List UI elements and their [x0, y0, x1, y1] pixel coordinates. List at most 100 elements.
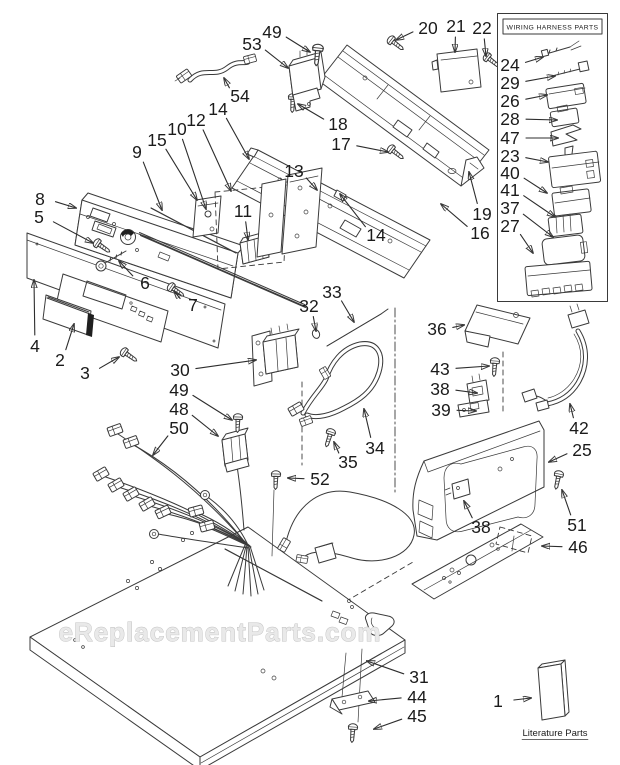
leader-line-3 — [98, 357, 120, 369]
part-number-10: 10 — [167, 119, 187, 139]
leader-line-17 — [356, 145, 388, 152]
screw-45-icon — [346, 722, 359, 744]
part-number-33: 33 — [322, 282, 341, 302]
leader-line-35 — [334, 442, 339, 454]
part-number-28: 28 — [500, 109, 519, 129]
part-number-23: 23 — [500, 146, 519, 166]
leader-line-24 — [524, 57, 544, 63]
part-number-4: 4 — [30, 336, 40, 356]
bolt-6-icon — [95, 250, 127, 272]
display-lens-2 — [42, 294, 94, 337]
part-number-5: 5 — [34, 207, 44, 227]
leader-line-8 — [54, 201, 77, 208]
leader-line-10 — [181, 138, 207, 209]
part-number-2: 2 — [55, 350, 65, 370]
part-number-38: 38 — [430, 379, 449, 399]
leader-line-14 — [340, 194, 366, 228]
leader-line-48 — [191, 414, 218, 436]
leader-line-29 — [525, 76, 555, 82]
part-number-16: 16 — [470, 223, 489, 243]
part-number-21: 21 — [446, 16, 465, 36]
screw-35-icon — [321, 427, 337, 449]
switch-30 — [251, 323, 303, 466]
leader-line-5 — [52, 221, 93, 243]
leader-line-25 — [549, 453, 568, 462]
book-icon — [537, 663, 566, 721]
console-trim-strip — [138, 232, 306, 308]
wire-harness-34 — [287, 341, 384, 428]
part-number-34: 34 — [365, 438, 385, 458]
switch-48 — [221, 427, 250, 473]
leader-line-38 — [455, 390, 477, 393]
part-number-40: 40 — [500, 163, 520, 183]
leader-line-7 — [174, 291, 180, 299]
leader-line-14 — [225, 117, 249, 159]
front-panel-4 — [26, 232, 226, 349]
leader-line-2 — [65, 324, 74, 351]
leader-line-28 — [525, 119, 557, 120]
leader-line-11 — [246, 221, 248, 240]
leader-line-13 — [305, 177, 317, 190]
leader-line-20 — [396, 31, 414, 40]
part-number-13: 13 — [284, 161, 303, 181]
wire-harness-54 — [174, 53, 258, 84]
leader-line-36 — [452, 325, 464, 327]
part-number-52: 52 — [310, 469, 329, 489]
leader-line-49 — [285, 36, 310, 52]
wiring-box-title: WIRING HARNESS PARTS — [507, 25, 599, 32]
leader-line-41 — [523, 195, 555, 217]
leader-line-44 — [369, 698, 402, 701]
connector-37-icon — [541, 234, 589, 266]
literature-callout: 1 — [493, 691, 531, 711]
leader-line-34 — [364, 409, 372, 438]
leader-line-42 — [570, 404, 573, 419]
part-number-17: 17 — [331, 134, 350, 154]
screw-52-icon — [270, 470, 282, 491]
part-number-42: 42 — [569, 418, 588, 438]
connector-40-icon — [551, 185, 592, 217]
connector-23-icon — [548, 150, 602, 189]
shaft-33 — [326, 308, 389, 347]
leader-line-4 — [34, 280, 35, 336]
connector-24-icon — [540, 40, 582, 58]
access-plate-21 — [431, 48, 482, 93]
leader-line-50 — [153, 435, 169, 455]
leader-line-18 — [298, 104, 325, 120]
leader-line-37 — [522, 213, 553, 237]
leader-line-12 — [202, 129, 231, 191]
switch-38 — [466, 373, 490, 405]
part-number-46: 46 — [568, 537, 587, 557]
part-number-24: 24 — [500, 55, 520, 75]
alignment-line-diagonal — [337, 561, 414, 607]
leader-line-40 — [523, 177, 547, 193]
part-number-30: 30 — [170, 360, 190, 380]
leader-line-22 — [484, 38, 486, 56]
leader-line-52 — [288, 478, 305, 479]
screw-17-icon — [385, 142, 407, 163]
part-number-49: 49 — [262, 22, 281, 42]
part-number-14: 14 — [366, 225, 386, 245]
part-number-19: 19 — [472, 204, 491, 224]
part-number-3: 3 — [80, 363, 90, 383]
leader-line-31 — [367, 661, 405, 675]
leader-line-53 — [264, 49, 288, 68]
part-number-43: 43 — [430, 359, 449, 379]
part-number-35: 35 — [338, 452, 357, 472]
part-number-11: 11 — [234, 201, 252, 221]
part-number-31: 31 — [409, 667, 428, 687]
loop-wire — [276, 490, 415, 564]
leader-line-33 — [340, 300, 355, 322]
literature-box-title: Literature Parts — [523, 728, 588, 739]
shield-plate-46 — [411, 523, 544, 600]
leader-line-1 — [513, 698, 531, 700]
leader-line-39 — [456, 410, 476, 411]
console-housing-25 — [412, 420, 545, 541]
switch-53 — [288, 48, 326, 112]
part-number-7: 7 — [188, 295, 198, 315]
leader-line-32 — [313, 316, 316, 331]
part-number-39: 39 — [431, 400, 450, 420]
part-number-47: 47 — [500, 128, 519, 148]
part-number-54: 54 — [230, 86, 250, 106]
leader-line-54 — [224, 78, 229, 89]
